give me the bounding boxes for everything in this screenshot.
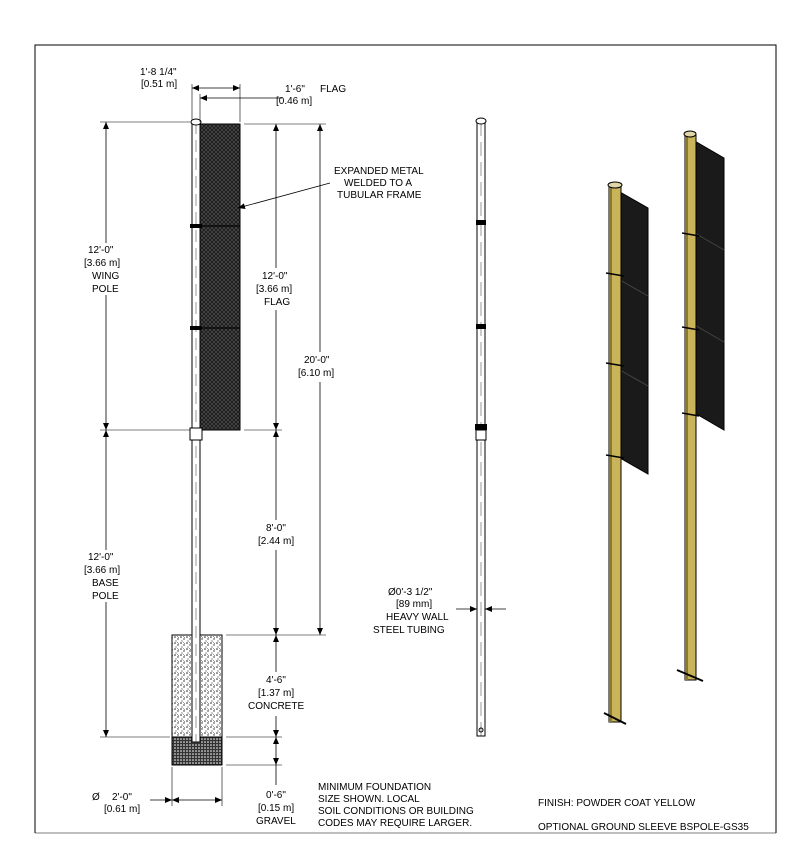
base-pole-m: [3.66 m] [84,565,120,576]
flag-height-m: [3.66 m] [256,284,292,295]
footing-dia-ft: 2'-0" [112,792,132,803]
isometric-view-front [603,181,649,725]
flag-height-ft: 12'-0" [262,271,288,282]
pole-cap [190,118,202,126]
clearance-ft: 8'-0" [266,523,286,534]
iso-flag-rear [692,139,725,431]
flag-width-label: FLAG [320,84,346,95]
flag-callout-line-2: WELDED TO A [344,178,412,189]
gravel-m: [0.15 m] [258,803,294,814]
flag-panel [199,123,241,431]
flag-width-ft: 1'-6" [285,84,305,95]
flag-callout-line-1: EXPANDED METAL [334,166,424,177]
overall-width-m: [0.51 m] [141,79,177,90]
side-bracket [475,424,487,430]
footing-dia-symbol: Ø [92,792,100,803]
wing-pole-label-2: POLE [92,284,119,295]
flag-bracket [190,326,202,330]
elevation-view: 1'-8 1/4" [0.51 m] 1'-6" FLAG [0.46 m] E… [84,67,474,829]
flag-width-m: [0.46 m] [276,96,312,107]
foundation-note-line-4: CODES MAY REQUIRE LARGER. [318,818,472,829]
overall-width-ft: 1'-8 1/4" [140,67,177,78]
base-pole-label-1: BASE [92,578,119,589]
pole-coupler [189,427,203,441]
clearance-m: [2.44 m] [258,536,294,547]
concrete-label: CONCRETE [248,701,304,712]
foundation-note-line-3: SOIL CONDITIONS OR BUILDING [318,806,474,817]
flag-height-label: FLAG [264,297,290,308]
tube-label-2: STEEL TUBING [373,625,445,636]
tube-dia-ft: Ø0'-3 1/2" [388,587,433,598]
iso-pole-cap [607,181,623,189]
flag-bracket [190,224,202,228]
foundation-note-line-2: SIZE SHOWN. LOCAL [318,794,420,805]
side-bracket [476,324,486,329]
gravel-ft: 0'-6" [266,790,286,801]
foundation-note-line-1: MINIMUM FOUNDATION [318,782,431,793]
finish-note: FINISH: POWDER COAT YELLOW [538,798,696,809]
side-view: Ø0'-3 1/2" [89 mm] HEAVY WALL STEEL TUBI… [373,117,506,737]
concrete-ft: 4'-6" [266,675,286,686]
isometric-view-rear [676,130,725,682]
gravel-label: GRAVEL [256,816,296,827]
wing-pole-m: [3.66 m] [84,258,120,269]
iso-flag-front [619,191,649,475]
sheet-border [34,44,777,833]
flag-callout-line-3: TUBULAR FRAME [337,190,422,201]
wing-pole-ft: 12'-0" [88,245,114,256]
footing-dia-m: [0.61 m] [104,804,140,815]
tube-dia-mm: [89 mm] [396,599,432,610]
base-pole-label-2: POLE [92,591,119,602]
side-bracket [476,220,486,225]
concrete-m: [1.37 m] [258,688,294,699]
base-pole-ft: 12'-0" [88,552,114,563]
total-height-ft: 20'-0" [304,355,330,366]
wing-pole-label-1: WING [92,271,119,282]
total-height-m: [6.10 m] [298,368,334,379]
sleeve-note: OPTIONAL GROUND SLEEVE BSPOLE-GS35 [538,822,749,833]
tube-label-1: HEAVY WALL [386,612,449,623]
